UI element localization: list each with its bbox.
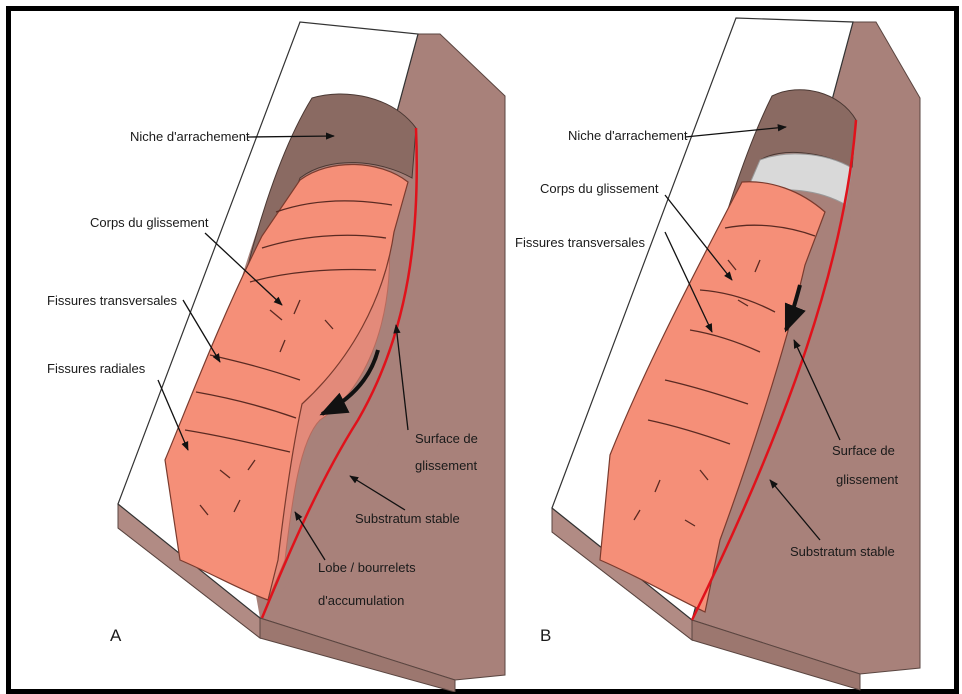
panel-b-fissures-transverse-label: Fissures transversales [515,235,646,250]
panel-a: Niche d'arrachement Corps du glissement … [47,22,505,692]
panel-a-letter: A [110,626,122,645]
panel-b-substratum-label: Substratum stable [790,544,895,559]
panel-a-body-label: Corps du glissement [90,215,209,230]
panel-a-lobe-label-2: d'accumulation [318,593,404,608]
panel-b-body-label: Corps du glissement [540,181,659,196]
panel-a-surface-label-2: glissement [415,458,478,473]
panel-a-substratum-label: Substratum stable [355,511,460,526]
panel-b-letter: B [540,626,551,645]
panel-a-surface-label-1: Surface de [415,431,478,446]
panel-b: Niche d'arrachement Corps du glissement … [515,18,920,690]
panel-a-fissures-transverse-label: Fissures transversales [47,293,178,308]
panel-b-surface-label-2: glissement [836,472,899,487]
panel-b-niche-label: Niche d'arrachement [568,128,688,143]
panel-a-lobe-label-1: Lobe / bourrelets [318,560,416,575]
panel-b-surface-label-1: Surface de [832,443,895,458]
panel-a-fissures-radial-label: Fissures radiales [47,361,146,376]
panel-a-niche-label: Niche d'arrachement [130,129,250,144]
